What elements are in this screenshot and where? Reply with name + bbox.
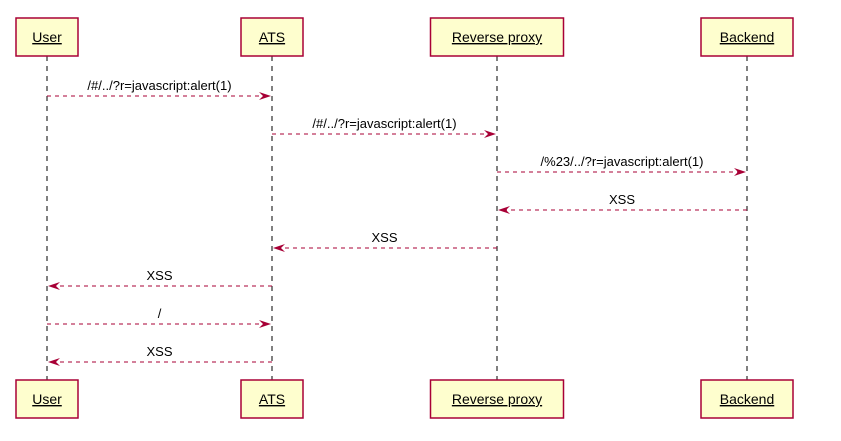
participant-label: Reverse proxy bbox=[452, 29, 542, 45]
message-label: /%23/../?r=javascript:alert(1) bbox=[541, 154, 704, 169]
participant-backend-bottom[interactable]: Backend bbox=[700, 379, 794, 419]
arrowhead-icon bbox=[484, 130, 496, 138]
participant-box bbox=[15, 379, 79, 419]
participant-box bbox=[700, 379, 794, 419]
participant-proxy-top[interactable]: Reverse proxy bbox=[429, 17, 565, 57]
participant-label: Backend bbox=[720, 29, 774, 45]
message-label: XSS bbox=[371, 230, 397, 245]
arrowhead-icon bbox=[48, 358, 60, 366]
participant-box bbox=[240, 379, 304, 419]
arrowhead-icon bbox=[273, 244, 285, 252]
participant-ats-top[interactable]: ATS bbox=[240, 17, 304, 57]
participants-top: User ATS Reverse proxy Backend bbox=[15, 17, 794, 57]
participant-box bbox=[700, 17, 794, 57]
participant-user-bottom[interactable]: User bbox=[15, 379, 79, 419]
participant-label: ATS bbox=[259, 29, 285, 45]
messages: /#/../?r=javascript:alert(1) /#/../?r=jav… bbox=[47, 78, 747, 366]
arrowhead-icon bbox=[259, 92, 271, 100]
arrowhead-icon bbox=[498, 206, 510, 214]
arrowhead-icon bbox=[259, 320, 271, 328]
participant-label: User bbox=[32, 391, 62, 407]
participant-proxy-bottom[interactable]: Reverse proxy bbox=[429, 379, 565, 419]
message-8: XSS bbox=[48, 344, 272, 366]
message-4: XSS bbox=[498, 192, 747, 214]
message-7: / bbox=[47, 306, 271, 328]
participant-label: Backend bbox=[720, 391, 774, 407]
arrowhead-icon bbox=[48, 282, 60, 290]
lifelines bbox=[46, 56, 748, 380]
participants-bottom: User ATS Reverse proxy Backend bbox=[15, 379, 794, 419]
participant-box bbox=[429, 379, 565, 419]
message-label: / bbox=[158, 306, 162, 321]
message-label: XSS bbox=[609, 192, 635, 207]
participant-box bbox=[240, 17, 304, 57]
participant-box bbox=[429, 17, 565, 57]
participant-box bbox=[15, 17, 79, 57]
participant-label: User bbox=[32, 29, 62, 45]
message-label: XSS bbox=[146, 344, 172, 359]
message-1: /#/../?r=javascript:alert(1) bbox=[47, 78, 271, 100]
message-label: /#/../?r=javascript:alert(1) bbox=[87, 78, 231, 93]
message-3: /%23/../?r=javascript:alert(1) bbox=[497, 154, 746, 176]
arrowhead-icon bbox=[734, 168, 746, 176]
participant-label: ATS bbox=[259, 391, 285, 407]
participant-user-top[interactable]: User bbox=[15, 17, 79, 57]
message-label: /#/../?r=javascript:alert(1) bbox=[312, 116, 456, 131]
participant-backend-top[interactable]: Backend bbox=[700, 17, 794, 57]
message-5: XSS bbox=[273, 230, 497, 252]
participant-ats-bottom[interactable]: ATS bbox=[240, 379, 304, 419]
message-label: XSS bbox=[146, 268, 172, 283]
message-2: /#/../?r=javascript:alert(1) bbox=[272, 116, 496, 138]
participant-label: Reverse proxy bbox=[452, 391, 542, 407]
message-6: XSS bbox=[48, 268, 272, 290]
